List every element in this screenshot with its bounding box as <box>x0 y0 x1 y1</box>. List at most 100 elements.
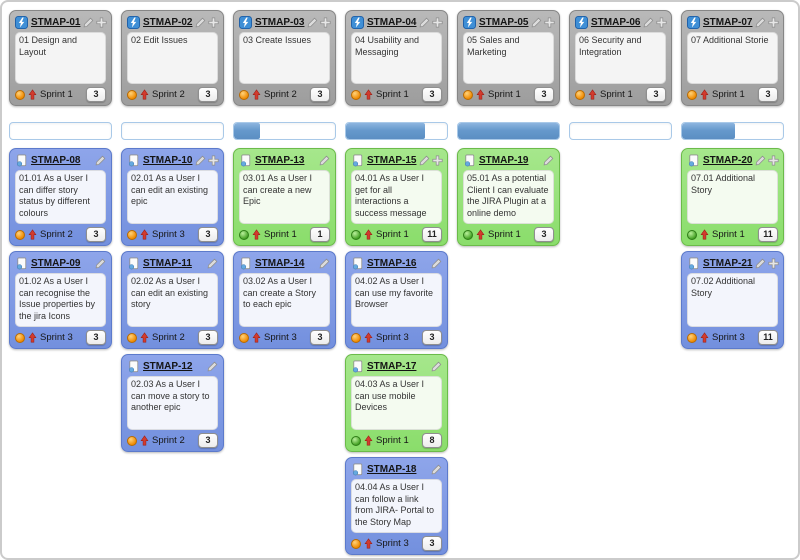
story-card[interactable]: STMAP-21 07.02 Additional Story Sprint 3… <box>681 251 784 349</box>
issue-key-link[interactable]: STMAP-01 <box>31 17 81 28</box>
add-plus-icon[interactable] <box>432 155 443 166</box>
story-card[interactable]: STMAP-08 01.01 As a User I can differ st… <box>9 148 112 246</box>
story-points-badge: 8 <box>422 433 442 448</box>
edit-pencil-icon[interactable] <box>419 17 430 28</box>
issue-key-link[interactable]: STMAP-02 <box>143 17 193 28</box>
issue-key-link[interactable]: STMAP-17 <box>367 361 417 372</box>
edit-pencil-icon[interactable] <box>319 155 330 166</box>
issue-key-link[interactable]: STMAP-18 <box>367 464 417 475</box>
story-card[interactable]: STMAP-16 04.02 As a User I can use my fa… <box>345 251 448 349</box>
issue-key-link[interactable]: STMAP-09 <box>31 258 81 269</box>
edit-pencil-icon[interactable] <box>431 258 442 269</box>
edit-pencil-icon[interactable] <box>207 258 218 269</box>
epic-card[interactable]: STMAP-02 02 Edit Issues Sprint 2 3 <box>121 10 224 106</box>
issue-summary: 01 Design and Layout <box>15 32 106 84</box>
sprint-label: Sprint 1 <box>264 229 297 240</box>
add-plus-icon[interactable] <box>656 17 667 28</box>
story-card[interactable]: STMAP-13 03.01 As a User I can create a … <box>233 148 336 246</box>
issue-key-link[interactable]: STMAP-20 <box>703 155 753 166</box>
add-plus-icon[interactable] <box>432 17 443 28</box>
issue-key-link[interactable]: STMAP-21 <box>703 258 753 269</box>
epic-card[interactable]: STMAP-05 05 Sales and Marketing Sprint 1… <box>457 10 560 106</box>
card-actions <box>755 155 779 166</box>
story-type-icon <box>351 360 364 373</box>
edit-pencil-icon[interactable] <box>319 258 330 269</box>
card-actions <box>419 17 443 28</box>
story-card[interactable]: STMAP-10 02.01 As a User I can edit an e… <box>121 148 224 246</box>
card-actions <box>207 361 218 372</box>
edit-pencil-icon[interactable] <box>755 155 766 166</box>
edit-pencil-icon[interactable] <box>543 155 554 166</box>
epic-card[interactable]: STMAP-03 03 Create Issues Sprint 2 3 <box>233 10 336 106</box>
issue-key-link[interactable]: STMAP-08 <box>31 155 81 166</box>
issue-summary: 02.02 As a User I can edit an existing s… <box>127 273 218 327</box>
edit-pencil-icon[interactable] <box>307 17 318 28</box>
sprint-label: Sprint 1 <box>376 89 409 100</box>
card-header: STMAP-09 <box>15 255 106 272</box>
edit-pencil-icon[interactable] <box>419 155 430 166</box>
add-plus-icon[interactable] <box>208 17 219 28</box>
edit-pencil-icon[interactable] <box>431 464 442 475</box>
card-header: STMAP-04 <box>351 14 443 31</box>
epic-card[interactable]: STMAP-01 01 Design and Layout Sprint 1 3 <box>9 10 112 106</box>
edit-pencil-icon[interactable] <box>431 361 442 372</box>
story-stack: STMAP-20 07.01 Additional Story Sprint 1… <box>681 148 784 349</box>
story-type-icon <box>127 154 140 167</box>
edit-pencil-icon[interactable] <box>95 258 106 269</box>
edit-pencil-icon[interactable] <box>195 17 206 28</box>
issue-key-link[interactable]: STMAP-16 <box>367 258 417 269</box>
story-card[interactable]: STMAP-11 02.02 As a User I can edit an e… <box>121 251 224 349</box>
epic-card[interactable]: STMAP-04 04 Usability and Messaging Spri… <box>345 10 448 106</box>
add-plus-icon[interactable] <box>208 155 219 166</box>
issue-key-link[interactable]: STMAP-11 <box>143 258 192 269</box>
story-card[interactable]: STMAP-14 03.02 As a User I can create a … <box>233 251 336 349</box>
edit-pencil-icon[interactable] <box>755 258 766 269</box>
sprint-label: Sprint 1 <box>376 229 409 240</box>
issue-key-link[interactable]: STMAP-19 <box>479 155 529 166</box>
edit-pencil-icon[interactable] <box>195 155 206 166</box>
story-card[interactable]: STMAP-09 01.02 As a User I can recognise… <box>9 251 112 349</box>
issue-key-link[interactable]: STMAP-03 <box>255 17 305 28</box>
board-column: STMAP-03 03 Create Issues Sprint 2 3 <box>233 10 336 349</box>
issue-summary: 05 Sales and Marketing <box>463 32 554 84</box>
issue-key-link[interactable]: STMAP-06 <box>591 17 641 28</box>
edit-pencil-icon[interactable] <box>83 17 94 28</box>
issue-key-link[interactable]: STMAP-12 <box>143 361 193 372</box>
story-type-icon <box>15 257 28 270</box>
issue-key-link[interactable]: STMAP-04 <box>367 17 417 28</box>
story-card[interactable]: STMAP-15 04.01 As a User I get for all i… <box>345 148 448 246</box>
card-header: STMAP-05 <box>463 14 555 31</box>
story-card[interactable]: STMAP-18 04.04 As a User I can follow a … <box>345 457 448 555</box>
story-card[interactable]: STMAP-20 07.01 Additional Story Sprint 1… <box>681 148 784 246</box>
add-plus-icon[interactable] <box>96 17 107 28</box>
edit-pencil-icon[interactable] <box>643 17 654 28</box>
add-plus-icon[interactable] <box>320 17 331 28</box>
issue-key-link[interactable]: STMAP-10 <box>143 155 193 166</box>
sprint-label: Sprint 3 <box>40 332 73 343</box>
issue-key-link[interactable]: STMAP-05 <box>479 17 529 28</box>
story-card[interactable]: STMAP-19 05.01 As a potential Client I c… <box>457 148 560 246</box>
epic-card[interactable]: STMAP-07 07 Additional Storie Sprint 1 3 <box>681 10 784 106</box>
epic-card[interactable]: STMAP-06 06 Security and Integration Spr… <box>569 10 672 106</box>
edit-pencil-icon[interactable] <box>207 361 218 372</box>
status-icon <box>463 89 473 100</box>
edit-pencil-icon[interactable] <box>755 17 766 28</box>
story-card[interactable]: STMAP-12 02.03 As a User I can move a st… <box>121 354 224 452</box>
add-plus-icon[interactable] <box>768 258 779 269</box>
issue-key-link[interactable]: STMAP-15 <box>367 155 417 166</box>
add-plus-icon[interactable] <box>768 155 779 166</box>
story-points-badge: 3 <box>422 330 442 345</box>
story-card[interactable]: STMAP-17 04.03 As a User I can use mobil… <box>345 354 448 452</box>
issue-key-link[interactable]: STMAP-14 <box>255 258 305 269</box>
edit-pencil-icon[interactable] <box>95 155 106 166</box>
add-plus-icon[interactable] <box>544 17 555 28</box>
issue-summary: 03 Create Issues <box>239 32 330 84</box>
issue-key-link[interactable]: STMAP-07 <box>703 17 753 28</box>
status-icon <box>351 229 361 240</box>
priority-icon <box>364 538 373 549</box>
edit-pencil-icon[interactable] <box>531 17 542 28</box>
sprint-label: Sprint 1 <box>712 229 745 240</box>
add-plus-icon[interactable] <box>768 17 779 28</box>
issue-key-link[interactable]: STMAP-13 <box>255 155 305 166</box>
